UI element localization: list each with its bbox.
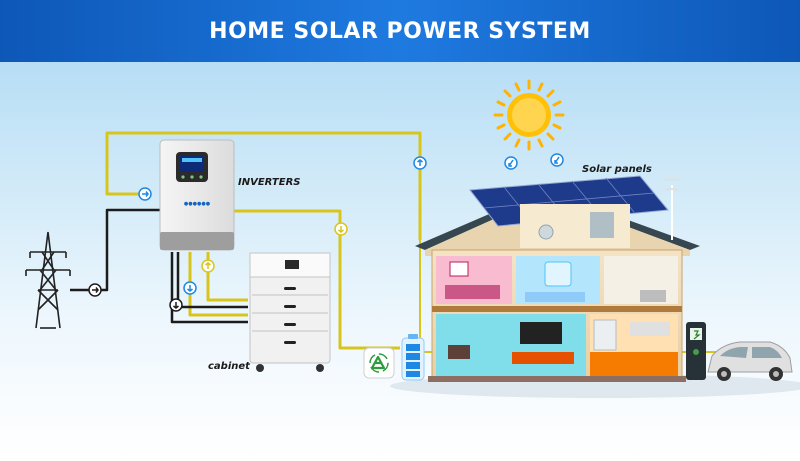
flow-arrow-icon xyxy=(504,156,518,170)
wire-inverter-to-cabinet xyxy=(206,252,248,302)
house xyxy=(415,175,700,382)
flow-arrows xyxy=(88,153,564,312)
battery-icon xyxy=(401,334,425,381)
flow-arrow-icon xyxy=(183,281,197,295)
recycle-icon xyxy=(363,347,395,379)
car-icon xyxy=(707,341,793,381)
svg-text:●●●●●●: ●●●●●● xyxy=(184,201,211,207)
flow-arrow-icon xyxy=(550,153,564,167)
solar-panels-label: Solar panels xyxy=(582,164,652,175)
flow-arrow-icon xyxy=(169,298,183,312)
battery-cabinet xyxy=(249,252,331,372)
flow-arrow-icon xyxy=(138,187,152,201)
flow-arrow-icon xyxy=(201,259,215,273)
sun-icon xyxy=(493,79,565,151)
wire-inverter-to-cabinet-2 xyxy=(188,252,248,317)
title-banner: HOME SOLAR POWER SYSTEM xyxy=(0,0,800,62)
flow-arrow-icon xyxy=(334,222,348,236)
cabinet-label: cabinet xyxy=(208,361,250,372)
wire-cabinet-black-2 xyxy=(170,252,248,324)
page-title: HOME SOLAR POWER SYSTEM xyxy=(209,18,591,44)
flow-arrow-icon xyxy=(413,156,427,170)
ev-charger-icon xyxy=(686,322,706,380)
wire-grid-to-inverter xyxy=(70,208,160,292)
transmission-tower-icon xyxy=(25,231,71,329)
flow-arrow-icon xyxy=(88,283,102,297)
inverters-label: INVERTERS xyxy=(238,177,301,188)
wind-turbine-icon xyxy=(663,178,681,240)
inverter-device: ●●●●●● xyxy=(159,139,235,251)
